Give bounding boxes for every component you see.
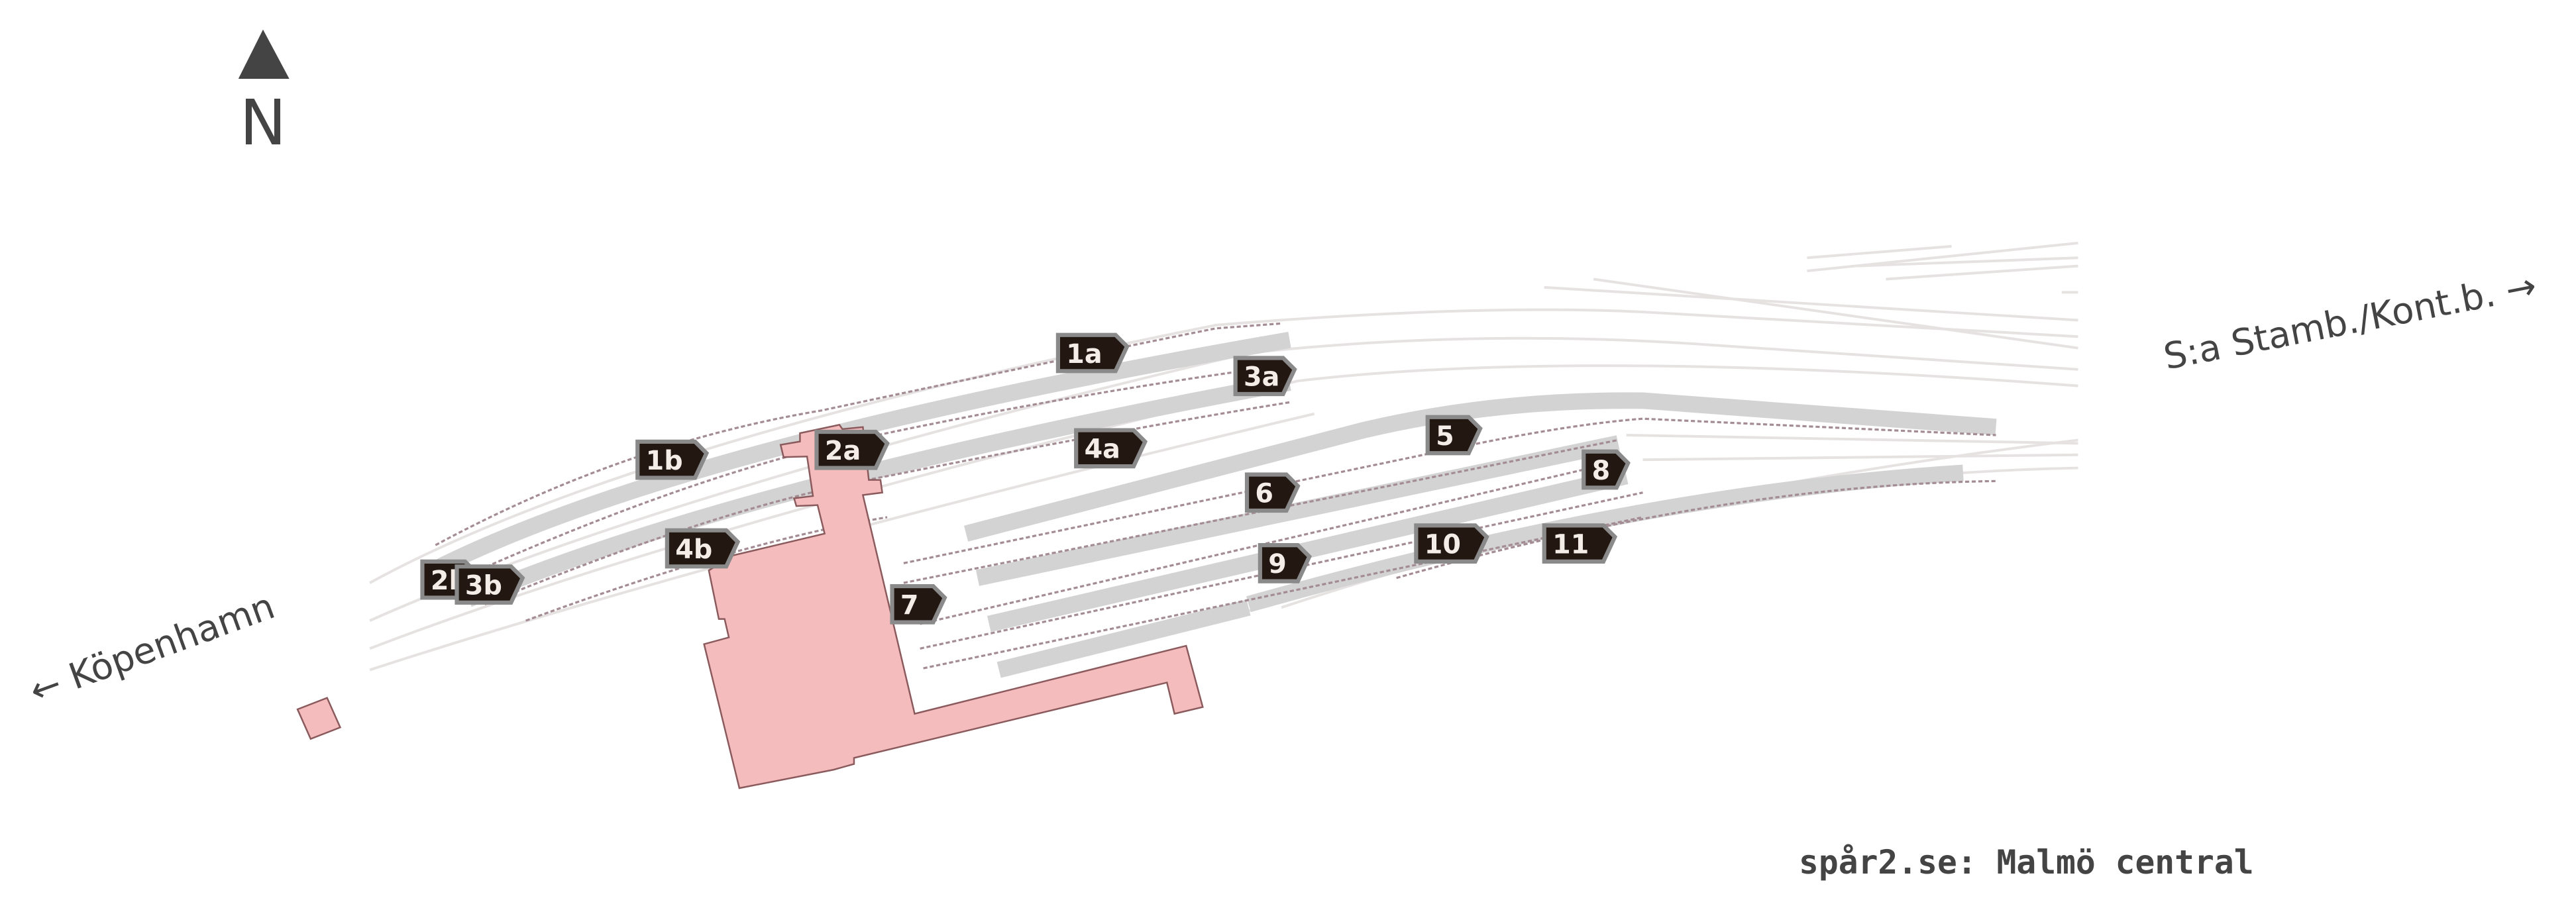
platform-label-marker [890,583,947,625]
platform-label-3a: 3a [1233,356,1297,397]
platform-label-marker [1414,523,1489,564]
north-arrow-icon [238,29,290,79]
platform-label-text: 5 [1436,421,1454,452]
direction-west-label: ← Köpenhamn [24,584,280,712]
platform-label-marker [1244,472,1301,513]
platform-label-text: 8 [1592,456,1611,486]
platform-label-marker [1055,332,1130,374]
direction-east-label: S:a Stamb./Kont.b. → [2160,264,2540,378]
platform-label-1b: 1b [635,439,710,480]
platform-label-8: 8 [1582,449,1631,490]
platform-label-text: 1b [646,446,683,476]
north-arrow: N [238,29,290,160]
platform-label-text: 1a [1066,339,1102,370]
platform-label-7: 7 [890,583,947,625]
platform-label-text: 6 [1255,479,1273,509]
station-building [296,423,1204,789]
platform-label-text: 2a [825,436,861,466]
platform-label-3b: 3b [455,564,525,605]
platform-label-marker [1074,428,1148,469]
platform-label-4b: 4b [665,528,741,569]
platform-label-9: 9 [1258,542,1312,583]
platforms [437,331,1997,678]
platform-label-1a: 1a [1055,332,1130,374]
platform-label-marker [814,429,890,470]
platform-label-marker [1258,542,1312,583]
north-label: N [240,87,286,160]
platform-label-5: 5 [1425,415,1483,456]
platform-label-marker [665,528,741,569]
platform-label-marker [1582,449,1631,490]
platform-label-text: 9 [1268,549,1287,580]
map-title: spår2.se: Malmö central [1799,843,2254,882]
platform-label-text: 3a [1244,362,1279,393]
platform-label-text: 4a [1085,434,1120,465]
platform-label-text: 10 [1424,529,1461,560]
platform-label-marker [1542,523,1618,564]
platform-label-marker [1233,356,1297,397]
platform-label-text: 3b [465,570,502,601]
platform-label-text: 7 [900,590,919,621]
platform-label-4a: 4a [1074,428,1148,469]
platform-label-2a: 2a [814,429,890,470]
platform-label-10: 10 [1414,523,1489,564]
small-building [296,697,342,740]
platform-label-text: 11 [1552,529,1589,560]
platform-label-marker [1425,415,1483,456]
platform-label-marker [455,564,525,605]
platform-label-6: 6 [1244,472,1301,513]
platform-label-marker [635,439,710,480]
main-station-building [703,423,1204,789]
platform-label-11: 11 [1542,523,1618,564]
platform-label-text: 4b [675,534,712,565]
